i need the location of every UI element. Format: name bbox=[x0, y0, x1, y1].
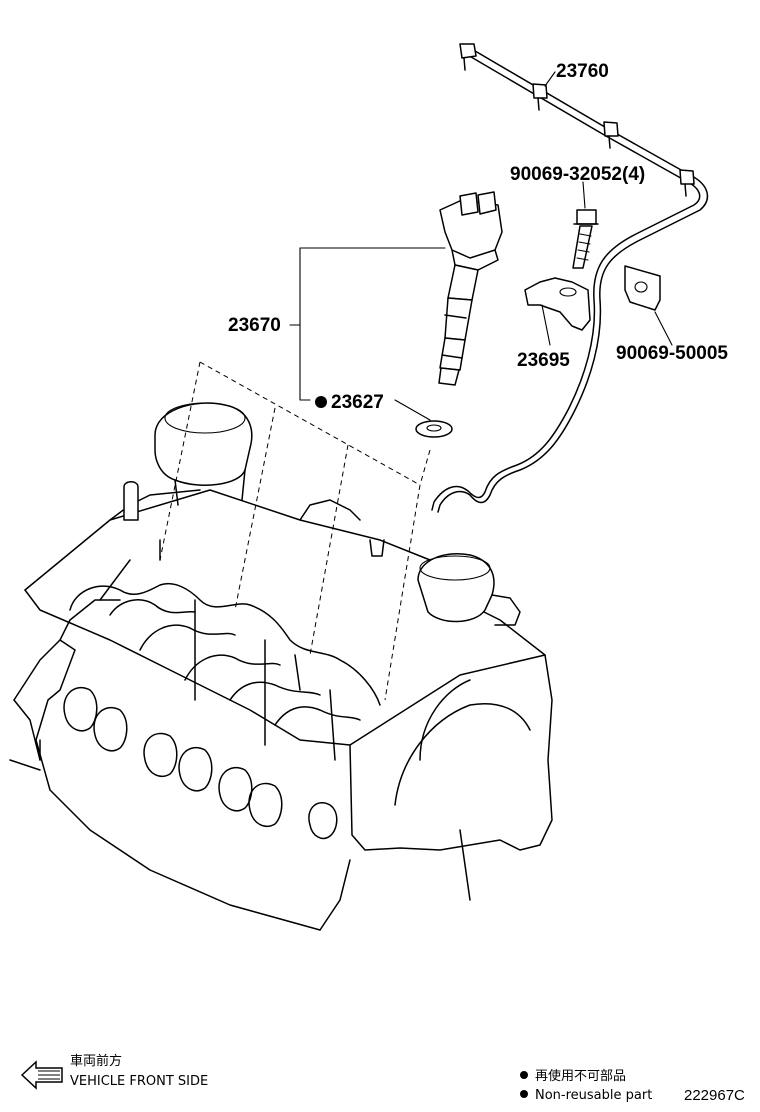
cylinder-ports bbox=[63, 686, 338, 840]
injector-location-dashed-lines bbox=[159, 361, 431, 701]
front-side-label-en: VEHICLE FRONT SIDE bbox=[70, 1074, 208, 1089]
leader-lines bbox=[289, 71, 673, 421]
gasket-seal bbox=[415, 420, 453, 438]
non-reusable-label-en: Non-reusable part bbox=[535, 1088, 652, 1103]
label-injector-assy: 23670 bbox=[228, 315, 281, 336]
injector-clamp bbox=[524, 277, 591, 331]
label-clamp: 23695 bbox=[517, 350, 570, 371]
front-side-label-jp: 車両前方 bbox=[70, 1053, 122, 1069]
engine-cylinder-head bbox=[9, 402, 553, 931]
fuel-leak-line bbox=[431, 43, 709, 513]
fuel-injector bbox=[438, 191, 503, 386]
label-gasket-seal: 23627 bbox=[331, 392, 384, 413]
non-reusable-dot bbox=[315, 396, 327, 408]
label-clamp-bolt: 90069-32052(4) bbox=[510, 164, 645, 185]
illustration-code: 222967C bbox=[684, 1087, 745, 1104]
camshaft-lobes bbox=[69, 583, 381, 726]
label-bracket: 90069-50005 bbox=[616, 343, 728, 364]
bracket bbox=[624, 265, 661, 311]
clamp-bolt bbox=[572, 209, 599, 269]
bullet-icon bbox=[520, 1090, 528, 1098]
label-leak-line: 23760 bbox=[556, 61, 609, 82]
non-reusable-label-jp: 再使用不可部品 bbox=[535, 1068, 626, 1084]
bullet-icon bbox=[520, 1071, 528, 1079]
front-direction-arrow-icon bbox=[20, 1060, 63, 1090]
